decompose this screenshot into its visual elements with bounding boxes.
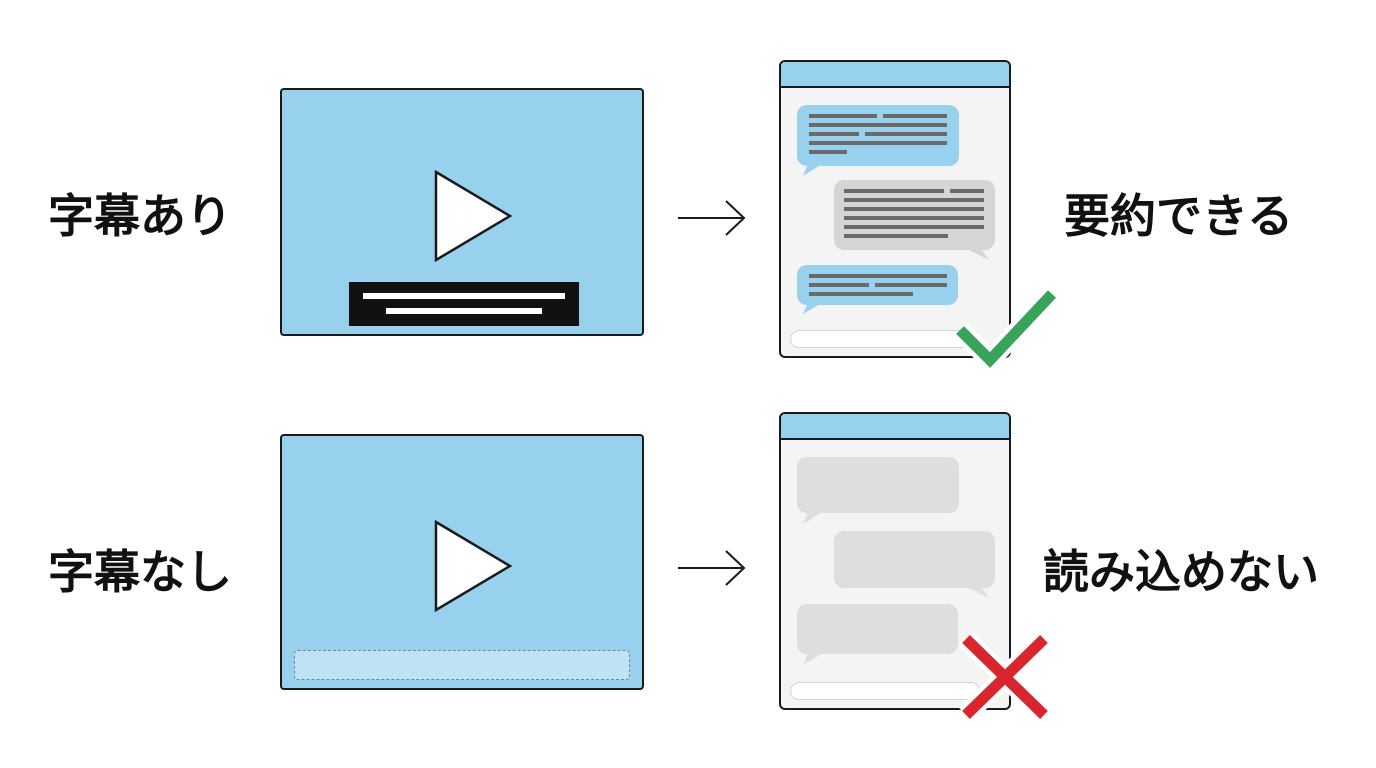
chat-bubble-empty bbox=[797, 604, 958, 665]
arrow-right-icon bbox=[678, 200, 746, 236]
chat-bubble-user bbox=[797, 265, 958, 314]
chat-bubble-ai bbox=[834, 180, 995, 260]
chat-messages bbox=[797, 457, 995, 665]
video-player-without-subtitles bbox=[280, 434, 644, 690]
subtitle-line bbox=[363, 293, 565, 299]
chat-header bbox=[781, 414, 1009, 440]
chat-bubble-empty bbox=[797, 457, 959, 524]
chat-header bbox=[781, 62, 1009, 88]
cross-icon bbox=[959, 631, 1051, 723]
result-label-failure: 読み込めない bbox=[1043, 545, 1319, 599]
video-player-with-subtitles bbox=[280, 88, 644, 336]
row-label-without-subtitles: 字幕なし bbox=[48, 545, 232, 599]
chat-messages bbox=[797, 105, 995, 314]
chat-window-summary bbox=[779, 60, 1011, 358]
check-icon bbox=[952, 287, 1060, 375]
chat-input[interactable] bbox=[790, 682, 980, 700]
subtitle-bar bbox=[349, 282, 579, 326]
subtitle-line bbox=[386, 308, 542, 314]
chat-window-empty bbox=[779, 412, 1011, 710]
arrow-right-icon bbox=[678, 550, 746, 586]
chat-bubble-user bbox=[797, 105, 959, 176]
play-icon bbox=[434, 520, 512, 612]
play-icon bbox=[434, 170, 512, 262]
result-label-success: 要約できる bbox=[1064, 189, 1294, 243]
chat-bubble-empty bbox=[834, 531, 995, 598]
subtitle-area-empty bbox=[294, 650, 630, 680]
row-label-with-subtitles: 字幕あり bbox=[48, 189, 232, 243]
